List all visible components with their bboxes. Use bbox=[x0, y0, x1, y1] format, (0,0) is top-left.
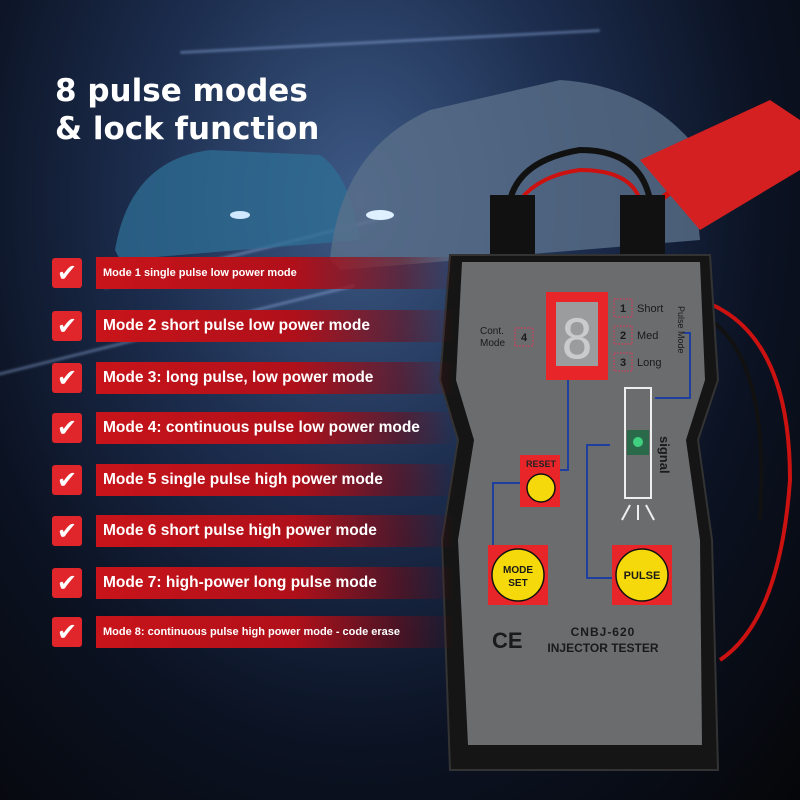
signal-label: signal bbox=[657, 436, 672, 474]
model-number: CNBJ-620 bbox=[571, 625, 636, 639]
cont-mode-label: Cont. bbox=[480, 326, 504, 337]
product-name: INJECTOR TESTER bbox=[547, 641, 658, 655]
pulse-mode-text: Short bbox=[637, 303, 663, 315]
mode-set-button bbox=[491, 548, 545, 602]
reset-label: RESET bbox=[526, 459, 557, 469]
pulse-mode-label: Pulse Mode bbox=[676, 306, 686, 354]
pulse-button-label: PULSE bbox=[624, 570, 661, 582]
pulse-mode-number: 1 bbox=[620, 303, 626, 315]
ce-mark: CE bbox=[492, 628, 523, 653]
pulse-mode-text: Med bbox=[637, 330, 658, 342]
mode-set-label: SET bbox=[508, 578, 527, 589]
cont-mode-label: Mode bbox=[480, 338, 505, 349]
alligator-clip bbox=[640, 100, 800, 230]
mode-set-label: MODE bbox=[503, 565, 533, 576]
seven-segment-display: 8 bbox=[561, 308, 594, 371]
headline: 8 pulse modes & lock function bbox=[55, 73, 320, 147]
cont-mode-number: 4 bbox=[521, 332, 528, 344]
pulse-mode-number: 3 bbox=[620, 357, 626, 369]
pulse-button bbox=[615, 548, 669, 602]
reset-button bbox=[526, 473, 556, 503]
pulse-mode-number: 2 bbox=[620, 330, 626, 342]
signal-led bbox=[633, 437, 643, 447]
pulse-mode-text: Long bbox=[637, 357, 661, 369]
